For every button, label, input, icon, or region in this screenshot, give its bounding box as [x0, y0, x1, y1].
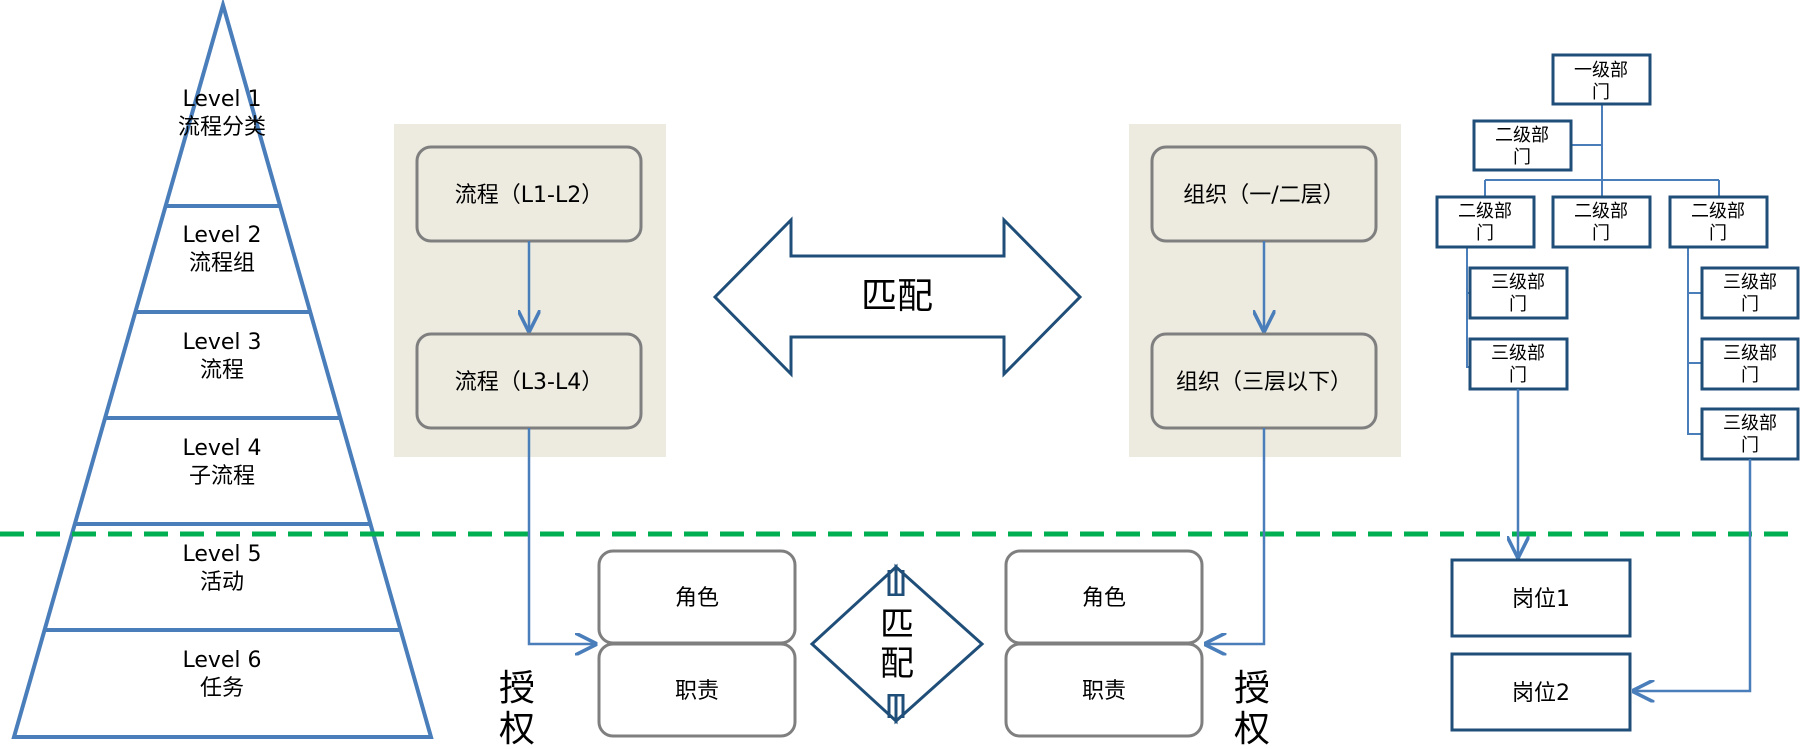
right-duty-box — [1004, 642, 1204, 738]
pyramid-level-5-label: Level 5 — [182, 542, 261, 567]
org-level-1-text-2: 门 — [1592, 82, 1610, 103]
org-level-2-box — [1551, 195, 1652, 249]
org-level-3-text-1: 三级部 — [1723, 343, 1777, 364]
org-level-2-text-1: 二级部 — [1495, 125, 1549, 146]
org-level-2-box — [1472, 119, 1573, 172]
right-duty-label: 职责 — [1082, 679, 1126, 704]
org-level-2-text-2: 门 — [1513, 147, 1531, 168]
org-level-1-text-1: 一级部 — [1574, 60, 1628, 81]
pyramid-level-4-label: Level 4 — [182, 436, 261, 461]
org-level-2-text-1: 二级部 — [1574, 201, 1628, 222]
pyramid-level-4-name: 子流程 — [189, 464, 255, 489]
match-diamond-arrow: 匹 配 — [809, 563, 985, 725]
pyramid-level-1-name: 流程分类 — [178, 115, 266, 140]
org-level-3-text-1: 三级部 — [1723, 272, 1777, 293]
post-2-box — [1450, 652, 1632, 732]
pyramid-level-6-label: Level 6 — [182, 648, 261, 673]
pyramid-level-3-label: Level 3 — [182, 330, 261, 355]
org-chart — [1466, 104, 1720, 435]
org-level-3-text-1: 三级部 — [1491, 343, 1545, 364]
pyramid-level-2-label: Level 2 — [182, 223, 261, 248]
diamond-left-half — [809, 563, 898, 725]
post-1-box — [1450, 558, 1632, 638]
org-level-3-text-2: 门 — [1741, 435, 1759, 456]
authorize-right-char-1: 授 — [1234, 668, 1270, 709]
process-l1-l2-label: 流程（L1-L2） — [455, 183, 603, 208]
level-3-to-post-2-arrow — [1634, 459, 1752, 691]
left-duty-box — [597, 642, 797, 738]
double-arrow-shape — [712, 216, 1083, 378]
post-boxes: 岗位1 岗位2 — [1450, 558, 1632, 732]
authorize-right-char-2: 权 — [1234, 709, 1270, 749]
org-to-role-arrow — [1206, 428, 1266, 644]
match-small-char-1: 匹 — [880, 605, 914, 645]
org-level-1-box — [1551, 53, 1652, 106]
process-panel: 流程（L1-L2） 流程（L3-L4） — [394, 124, 666, 457]
org-level-2-text-1: 二级部 — [1691, 201, 1745, 222]
authorize-left-char-1: 授 — [499, 668, 535, 709]
process-level-pyramid: Level 1 流程分类 Level 2 流程组 Level 3 流程 Leve… — [11, 0, 434, 739]
left-duty-label: 职责 — [675, 679, 719, 704]
process-l3-l4-label: 流程（L3-L4） — [455, 370, 603, 395]
org-level-3-text-1: 三级部 — [1723, 413, 1777, 434]
org-level-3-box — [1700, 266, 1800, 320]
org-level-3-box — [1468, 266, 1569, 320]
org-level-1-2-label: 组织（一/二层） — [1183, 183, 1344, 208]
org-connector — [1687, 247, 1702, 435]
org-level-2-box — [1435, 195, 1536, 249]
org-level-3-text-2: 门 — [1741, 294, 1759, 315]
org-chart-boxes: 一级部 门 二级部 门 二级部 门 二级部 门 二级部 门 三级部 门 三级部 … — [1435, 53, 1800, 461]
org-level-3-text-2: 门 — [1741, 365, 1759, 386]
org-level-3-box — [1700, 337, 1800, 391]
pyramid-level-3-name: 流程 — [200, 358, 244, 383]
org-level-3-text-2: 门 — [1509, 365, 1527, 386]
diamond-center-gap — [883, 596, 907, 694]
org-level-2-box — [1668, 195, 1769, 249]
organization-panel: 组织（一/二层） 组织（三层以下） — [1129, 124, 1401, 457]
pyramid-level-6-name: 任务 — [200, 676, 244, 701]
left-role-duty-stack: 角色 职责 — [597, 549, 797, 738]
org-level-3-box — [1468, 337, 1569, 391]
pyramid-level-1-label: Level 1 — [182, 87, 261, 112]
org-level-2-text-2: 门 — [1476, 223, 1494, 244]
authorize-left-char-2: 权 — [499, 709, 535, 749]
org-level-2-text-2: 门 — [1592, 223, 1610, 244]
process-to-role-arrow — [527, 428, 595, 644]
left-role-label: 角色 — [675, 586, 719, 611]
match-label: 匹配 — [861, 276, 933, 317]
right-role-duty-stack: 角色 职责 — [1004, 549, 1204, 738]
org-level-2-text-2: 门 — [1709, 223, 1727, 244]
org-level-3-below-label: 组织（三层以下） — [1176, 370, 1352, 395]
match-small-char-2: 配 — [880, 644, 914, 684]
match-double-arrow: 匹配 — [712, 216, 1083, 378]
org-level-3-text-2: 门 — [1509, 294, 1527, 315]
right-role-label: 角色 — [1082, 586, 1126, 611]
post-1-label: 岗位1 — [1512, 587, 1570, 612]
pyramid-outline — [11, 0, 434, 739]
org-level-3-text-1: 三级部 — [1491, 272, 1545, 293]
pyramid-level-5-name: 活动 — [200, 570, 244, 595]
pyramid-level-2-name: 流程组 — [189, 251, 255, 276]
org-level-2-text-1: 二级部 — [1458, 201, 1512, 222]
post-2-label: 岗位2 — [1512, 681, 1570, 706]
